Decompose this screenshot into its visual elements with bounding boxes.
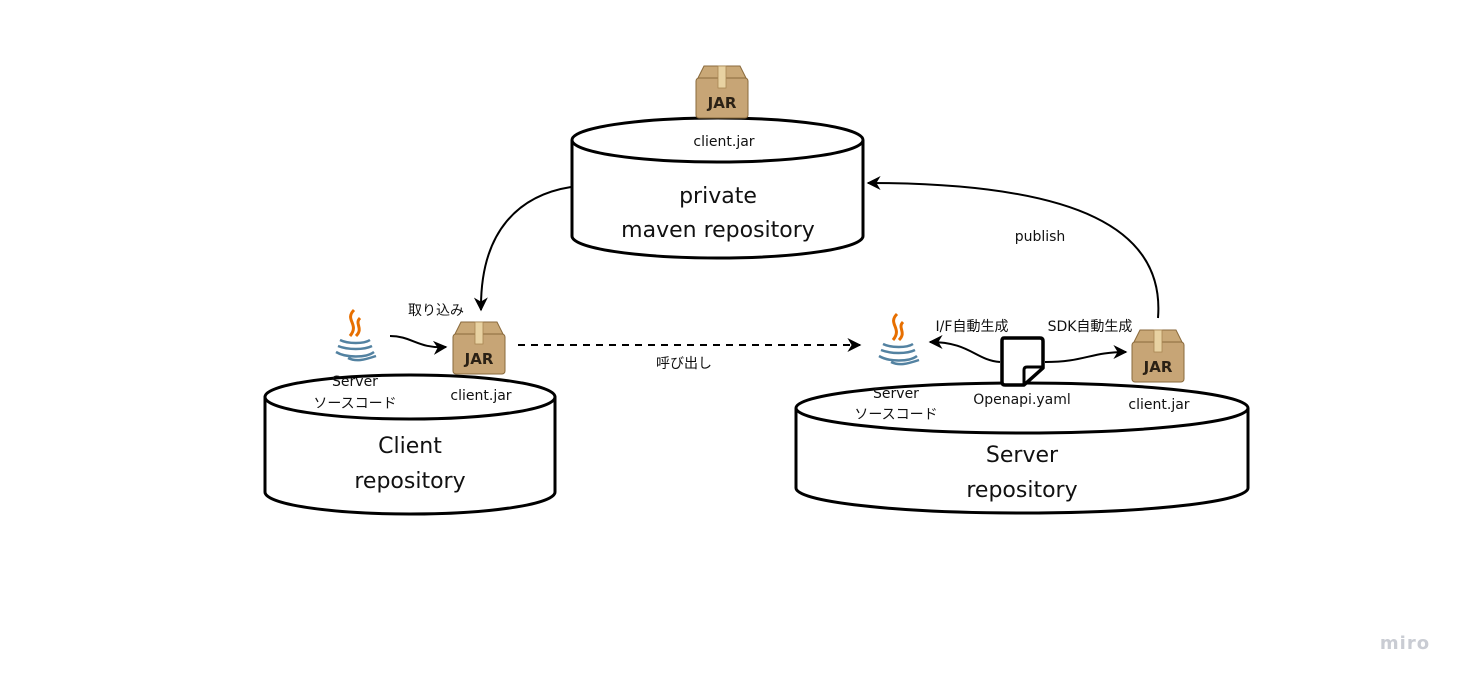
java-icon <box>334 308 378 362</box>
repo-title-line2: repository <box>966 478 1077 503</box>
document-icon <box>1000 336 1045 387</box>
private-maven-repository: client.jar private maven repository <box>570 65 865 260</box>
repo-title-line2: maven repository <box>621 218 815 243</box>
sdk-generate-arrow <box>1044 345 1128 363</box>
jar-package-icon <box>452 321 506 375</box>
jar-package-icon <box>695 65 749 119</box>
repo-title-line1: private <box>679 184 757 209</box>
miro-watermark: miro <box>1380 633 1430 654</box>
jar-label: client.jar <box>693 134 754 150</box>
import-label: 取り込み <box>408 303 464 319</box>
server-repository: Server ソースコード Openapi.yaml client.jar Se… <box>794 312 1250 515</box>
fetch-arrow <box>473 186 572 312</box>
call-label: 呼び出し <box>656 356 712 372</box>
jar-label: client.jar <box>1128 397 1189 413</box>
publish-arrow <box>866 176 1160 319</box>
repo-title-line2: repository <box>354 469 465 494</box>
if-generate-arrow <box>928 335 1001 363</box>
import-arrow <box>389 335 448 355</box>
jar-package-icon <box>1131 329 1185 383</box>
source-label-line2: ソースコード <box>313 396 396 412</box>
publish-label: publish <box>1015 229 1066 245</box>
java-icon <box>877 312 921 366</box>
if-generate-label: I/F自動生成 <box>936 319 1009 335</box>
repo-title-line1: Client <box>378 434 442 459</box>
sdk-generate-label: SDK自動生成 <box>1048 319 1133 335</box>
repo-title-line1: Server <box>986 443 1059 468</box>
jar-label: client.jar <box>450 388 511 404</box>
client-repository: Server ソースコード client.jar Client reposito… <box>263 308 557 516</box>
source-label-line1: Server <box>873 386 919 402</box>
yaml-label: Openapi.yaml <box>973 392 1071 408</box>
source-label-line2: ソースコード <box>854 407 937 423</box>
source-label-line1: Server <box>332 374 378 390</box>
